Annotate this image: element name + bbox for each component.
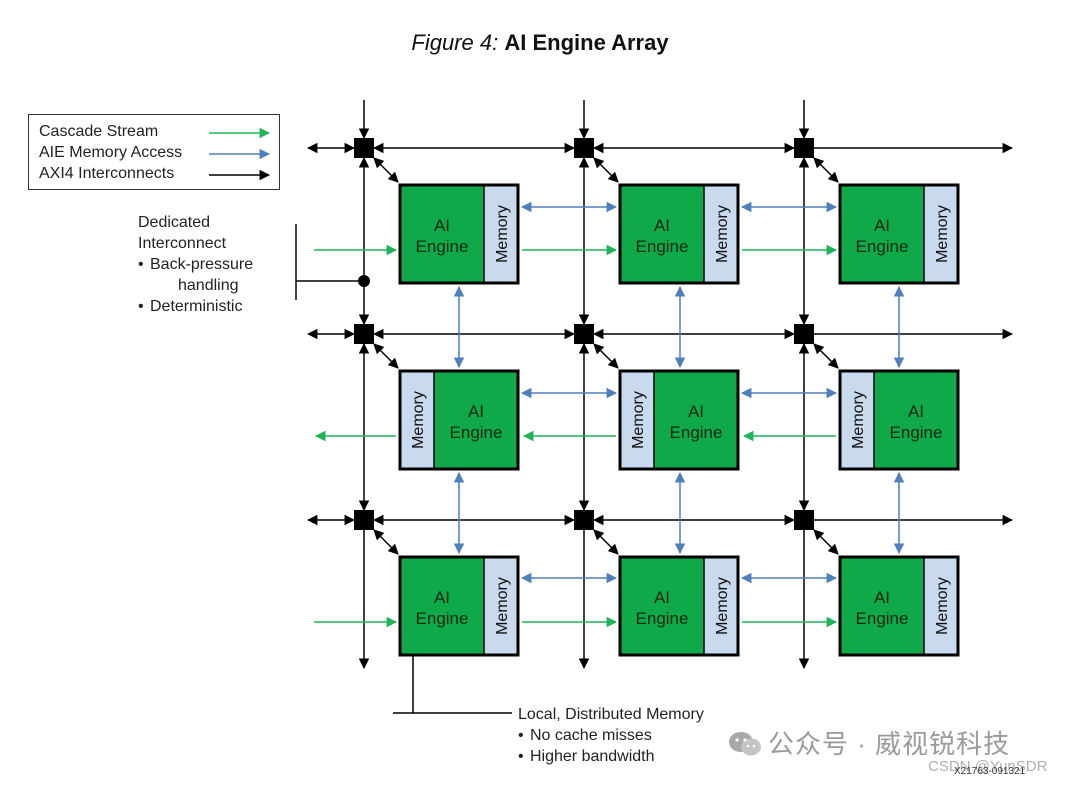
ai-engine-tile-1-2: AI Engine Memory: [838, 369, 960, 471]
interconnect-heading-1: Dedicated: [138, 214, 211, 231]
engine-label-2: Engine: [856, 237, 909, 256]
axi-diag-0-0: [373, 157, 399, 183]
switch-box-1-0: [354, 324, 374, 344]
memory-block: [483, 184, 519, 284]
engine-label-1: AI: [434, 588, 450, 607]
interconnect-dot: [358, 275, 370, 287]
tile-border: [618, 555, 740, 657]
memory-block: [923, 184, 959, 284]
legend: Cascade Stream AIE Memory Access AXI4 In…: [28, 114, 280, 190]
memory-block: [839, 370, 875, 470]
engine-label-1: AI: [654, 588, 670, 607]
legend-item-memory-access: AIE Memory Access: [39, 144, 183, 161]
ai-engine-tile-0-0: AI Engine Memory: [398, 183, 520, 285]
switch-box-1-1: [574, 324, 594, 344]
axi-diag-1-2: [813, 343, 839, 369]
tile-border: [618, 369, 740, 471]
engine-label-1: AI: [434, 216, 450, 235]
tile-border: [398, 369, 520, 471]
figure-name: AI Engine Array: [504, 30, 669, 55]
memory-bullet-2: Higher bandwidth: [518, 746, 704, 767]
interconnect-annotation: Dedicated Interconnect Back-pressure han…: [138, 212, 253, 317]
wechat-icon: [729, 732, 761, 756]
interconnect-heading-2: Interconnect: [138, 235, 227, 252]
axi-diag-1-0: [373, 343, 399, 369]
tile-border: [838, 369, 960, 471]
switch-box-2-1: [574, 510, 594, 530]
ai-engine-tile-0-1: AI Engine Memory: [618, 183, 740, 285]
memory-annotation: Local, Distributed Memory No cache misse…: [518, 704, 704, 767]
tile-border: [398, 183, 520, 285]
figure-label: Figure 4:: [411, 30, 499, 55]
axi-diag-0-1: [593, 157, 619, 183]
legend-item-cascade: Cascade Stream: [39, 123, 159, 140]
engine-label-2: Engine: [450, 423, 503, 442]
memory-bullet-1: No cache misses: [518, 725, 704, 746]
engine-label-1: AI: [468, 402, 484, 421]
tile-border: [618, 183, 740, 285]
csdn-watermark: CSDN @YunSDR: [928, 758, 1048, 775]
switch-box-2-0: [354, 510, 374, 530]
memory-label: Memory: [410, 391, 427, 449]
memory-label: Memory: [714, 205, 731, 263]
axi-diag-2-1: [593, 529, 619, 555]
engine-label-2: Engine: [636, 237, 689, 256]
engine-label-2: Engine: [636, 609, 689, 628]
watermark-text: 公众号 · 威视锐科技: [768, 729, 1011, 759]
memory-label: Memory: [934, 205, 951, 263]
interconnect-bullet-1: Back-pressure: [138, 254, 253, 275]
memory-label: Memory: [630, 391, 647, 449]
watermark: 公众号 · 威视锐科技: [728, 724, 1010, 761]
memory-label: Memory: [714, 577, 731, 635]
figure-id: X21763-091321: [954, 766, 1026, 777]
figure-title: Figure 4: AI Engine Array: [0, 30, 1080, 56]
engine-label-2: Engine: [856, 609, 909, 628]
memory-heading: Local, Distributed Memory: [518, 706, 704, 723]
ai-engine-tile-2-2: AI Engine Memory: [838, 555, 960, 657]
switches: [354, 138, 814, 530]
engine-label-2: Engine: [670, 423, 723, 442]
memory-block: [923, 556, 959, 656]
legend-arrows: [209, 127, 271, 181]
tile-border: [398, 555, 520, 657]
switch-box-0-0: [354, 138, 374, 158]
axi-diag-0-2: [813, 157, 839, 183]
switch-box-0-1: [574, 138, 594, 158]
switch-box-2-2: [794, 510, 814, 530]
engine-label-1: AI: [654, 216, 670, 235]
switch-box-1-2: [794, 324, 814, 344]
engine-label-2: Engine: [890, 423, 943, 442]
memory-label: Memory: [494, 577, 511, 635]
engine-label-1: AI: [874, 588, 890, 607]
memory-label: Memory: [850, 391, 867, 449]
engine-label-1: AI: [874, 216, 890, 235]
axi-diag-2-2: [813, 529, 839, 555]
tile-border: [838, 555, 960, 657]
legend-item-axi4: AXI4 Interconnects: [39, 165, 175, 182]
memory-block: [703, 556, 739, 656]
interconnect-lines: [295, 100, 1014, 714]
tile-border: [838, 183, 960, 285]
ai-engine-tile-2-0: AI Engine Memory: [398, 555, 520, 657]
memory-block: [483, 556, 519, 656]
engine-label-2: Engine: [416, 237, 469, 256]
engine-label-1: AI: [688, 402, 704, 421]
ai-engine-tile-1-0: AI Engine Memory: [398, 369, 520, 471]
axi-diag-1-1: [593, 343, 619, 369]
engine-label-1: AI: [908, 402, 924, 421]
ai-engine-tile-0-2: AI Engine Memory: [838, 183, 960, 285]
switch-box-0-2: [794, 138, 814, 158]
ai-engine-tile-1-1: AI Engine Memory: [618, 369, 740, 471]
axi-diag-2-0: [373, 529, 399, 555]
memory-label: Memory: [934, 577, 951, 635]
ai-engine-tile-2-1: AI Engine Memory: [618, 555, 740, 657]
memory-label: Memory: [494, 205, 511, 263]
engine-label-2: Engine: [416, 609, 469, 628]
interconnect-bullet-2: Deterministic: [138, 296, 253, 317]
interconnect-bullet-1-cont: handling: [178, 277, 239, 294]
